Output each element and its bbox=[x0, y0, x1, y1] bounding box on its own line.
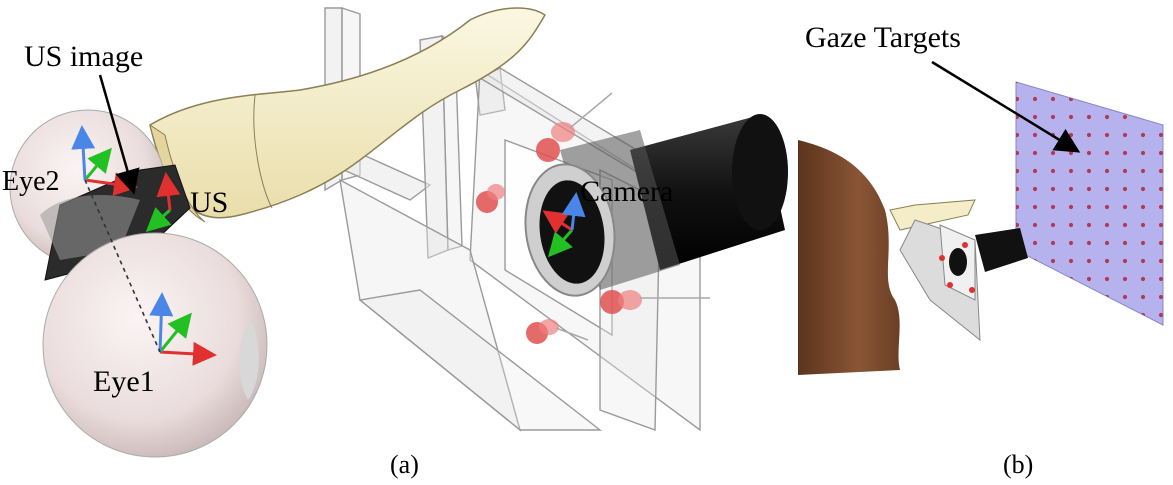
led bbox=[600, 290, 710, 314]
label-gaze-targets: Gaze Targets bbox=[805, 21, 961, 54]
label-eye1: Eye1 bbox=[93, 365, 155, 398]
us-frame-axes bbox=[145, 172, 181, 233]
us-image-arrow bbox=[98, 74, 140, 195]
head bbox=[798, 140, 900, 375]
label-us: US bbox=[190, 186, 229, 219]
caption-b: (b) bbox=[1003, 450, 1034, 479]
eye1 bbox=[42, 232, 268, 458]
led bbox=[526, 319, 589, 344]
label-us-image: US image bbox=[24, 40, 144, 73]
panel-b bbox=[798, 60, 1164, 375]
label-camera: Camera bbox=[580, 175, 674, 208]
us-probe bbox=[149, 7, 547, 223]
mini-rig bbox=[889, 199, 1028, 342]
panel-a bbox=[9, 7, 788, 458]
led-markers bbox=[476, 92, 710, 344]
camera bbox=[524, 114, 788, 297]
gaze-targets-arrow bbox=[931, 60, 1081, 153]
led bbox=[536, 92, 613, 162]
gaze-target-panel bbox=[1015, 81, 1164, 326]
label-eye2: Eye2 bbox=[2, 166, 60, 197]
caption-a: (a) bbox=[390, 450, 419, 479]
led bbox=[476, 184, 505, 213]
